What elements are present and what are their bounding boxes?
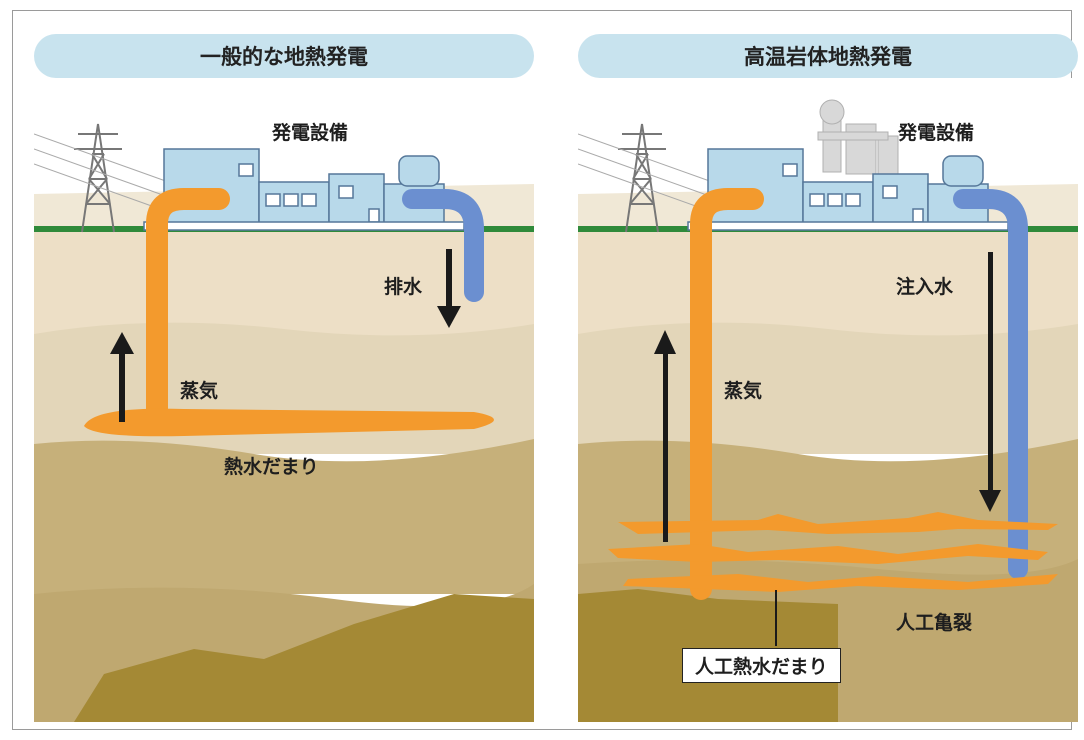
hot-water-reservoir (84, 408, 494, 437)
label-artificial-fracture: 人工亀裂 (896, 612, 973, 634)
label-steam: 蒸気 (180, 380, 219, 402)
power-facility-buildings (687, 148, 1009, 231)
artificial-fractures (608, 512, 1058, 592)
label-injection-water: 注入水 (896, 276, 954, 298)
label-power-facility: 発電設備 (272, 122, 349, 144)
hot-dry-rock-diagram-illustration (578, 78, 1078, 722)
power-facility-buildings (143, 148, 465, 231)
conventional-diagram-illustration (34, 78, 534, 722)
label-hot-water-reservoir: 熱水だまり (224, 456, 319, 478)
label-power-facility: 発電設備 (898, 122, 975, 144)
injection-down-arrow-icon (979, 252, 1001, 512)
steam-up-arrow-icon (654, 330, 676, 542)
soil-layer-2 (34, 322, 534, 454)
soil-layer-3 (34, 439, 534, 594)
label-steam: 蒸気 (724, 380, 763, 402)
soil-layer-1 (34, 230, 534, 340)
deep-rock (74, 594, 534, 722)
label-artificial-hot-water-reservoir: 人工熱水だまり (682, 648, 841, 683)
sky-band (34, 78, 534, 198)
soil-layer-1 (578, 230, 1078, 340)
transmission-tower-icon (578, 123, 719, 233)
steam-up-arrow-icon (110, 332, 134, 422)
panel-title-hot-dry-rock: 高温岩体地熱発電 (578, 34, 1078, 78)
drainage-down-arrow-icon (437, 249, 461, 328)
transmission-tower-icon (34, 123, 175, 233)
panel-hot-dry-rock-geothermal: 高温岩体地熱発電 発電設備 注入水 蒸気 人工亀裂 人工熱水だまり (578, 34, 1078, 722)
panel-title-conventional: 一般的な地熱発電 (34, 34, 534, 78)
steam-pipe (690, 188, 764, 600)
drain-pipe (402, 189, 484, 302)
label-drainage: 排水 (384, 276, 423, 298)
injection-pipe (953, 189, 1028, 579)
steam-pipe (146, 188, 230, 435)
background-plant-icon (817, 99, 899, 177)
soil-layer-2 (578, 322, 1078, 454)
panel-conventional-geothermal: 一般的な地熱発電 発電設備 排水 蒸気 熱水だまり (34, 34, 534, 722)
